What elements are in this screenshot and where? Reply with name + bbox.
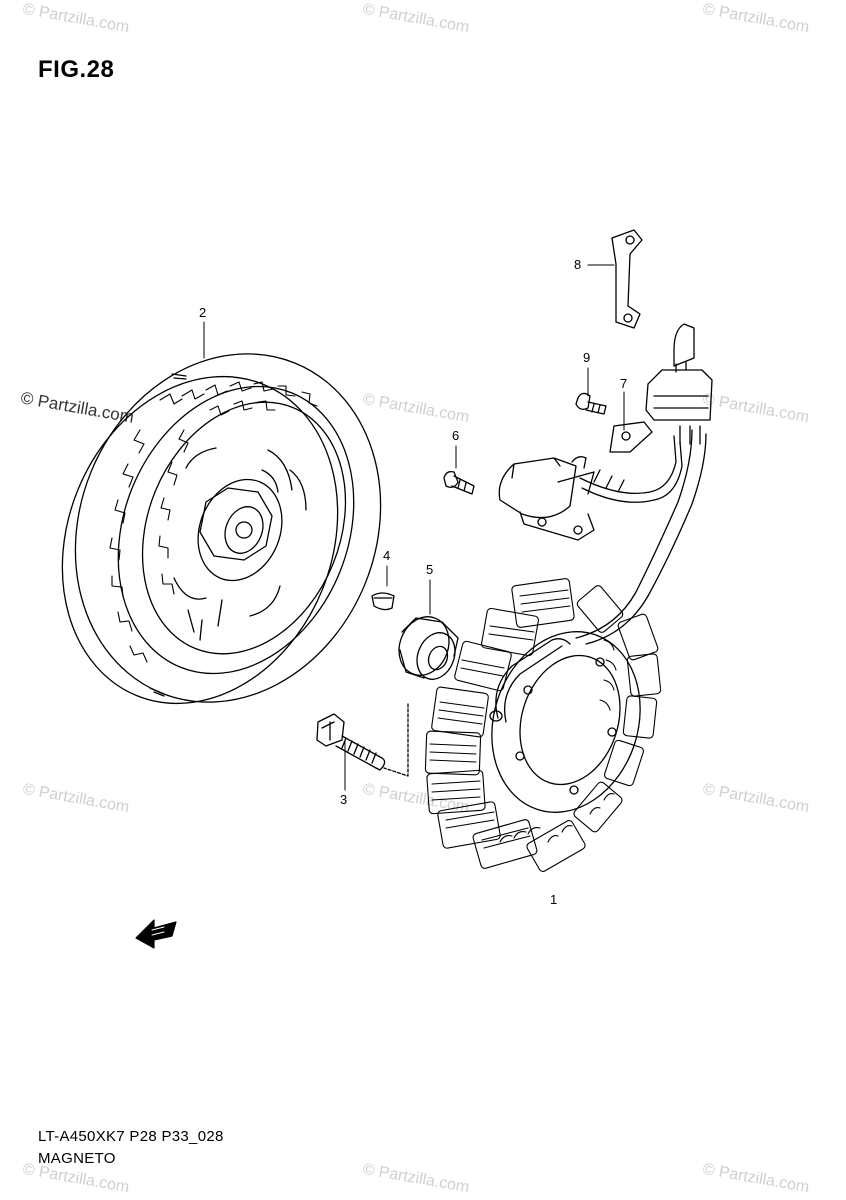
callout-6[interactable]: 6: [452, 428, 460, 443]
flywheel-rotor[interactable]: [15, 308, 432, 749]
callout-7[interactable]: 7: [620, 376, 628, 391]
callout-2[interactable]: 2: [199, 305, 207, 320]
callout-9[interactable]: 9: [583, 350, 591, 365]
woodruff-key[interactable]: [371, 592, 395, 611]
lead-wire-coupler[interactable]: [645, 323, 713, 445]
starter-clutch-washer[interactable]: [391, 609, 462, 685]
front-arrow-icon: [135, 919, 177, 949]
callout-5[interactable]: 5: [426, 562, 434, 577]
callout-leaders: [203, 264, 625, 791]
pickup-coil[interactable]: [498, 456, 595, 541]
figure-code: LT-A450XK7 P28 P33_028: [38, 1128, 224, 1145]
rotor-bolt[interactable]: [316, 713, 386, 771]
callout-4[interactable]: 4: [383, 548, 391, 563]
wire-clamp[interactable]: [609, 421, 653, 453]
pickup-screw[interactable]: [443, 470, 475, 495]
callout-1[interactable]: 1: [550, 892, 558, 907]
figure-name: MAGNETO: [38, 1150, 116, 1167]
callout-3[interactable]: 3: [340, 792, 348, 807]
clamp-bolt[interactable]: [575, 392, 607, 415]
lead-wire-bracket[interactable]: [611, 229, 643, 329]
callout-8[interactable]: 8: [574, 257, 582, 272]
figure-title: FIG.28: [38, 56, 115, 83]
wiring-harness: [575, 429, 707, 645]
stator-coil[interactable]: [383, 578, 663, 873]
